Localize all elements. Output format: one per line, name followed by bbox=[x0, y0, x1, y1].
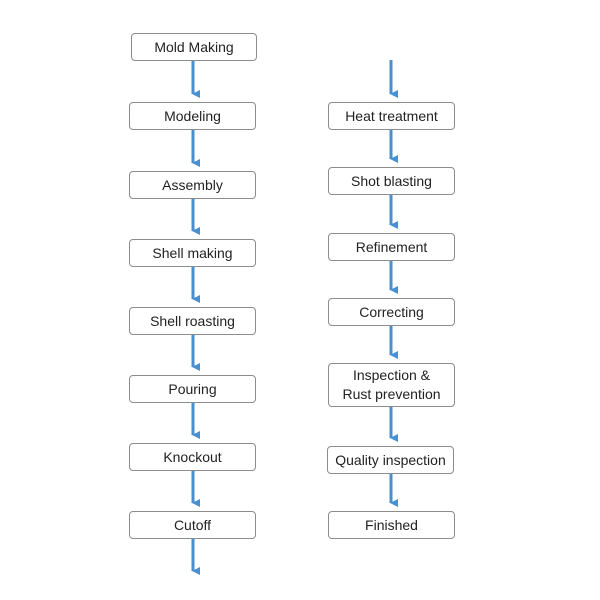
step-label: Cutoff bbox=[174, 516, 211, 535]
step-refinement: Refinement bbox=[328, 233, 455, 261]
step-shell-making: Shell making bbox=[129, 239, 256, 267]
step-label: Assembly bbox=[162, 176, 223, 195]
step-quality-inspection: Quality inspection bbox=[327, 446, 454, 474]
step-label: Heat treatment bbox=[345, 107, 438, 126]
step-label-line: Refinement bbox=[355, 238, 428, 255]
step-label-line: Pouring bbox=[168, 380, 217, 397]
step-label: Pouring bbox=[168, 380, 216, 399]
step-label-line: Shell making bbox=[152, 244, 233, 261]
step-label: Shot blasting bbox=[351, 172, 432, 191]
step-label: Modeling bbox=[164, 107, 221, 126]
step-label: Shell making bbox=[152, 244, 232, 263]
step-label-line: Inspection & bbox=[352, 367, 431, 383]
step-label: Quality inspection bbox=[335, 451, 446, 470]
step-knockout: Knockout bbox=[129, 443, 256, 471]
step-label: Finished bbox=[365, 516, 418, 535]
step-finished: Finished bbox=[328, 511, 455, 539]
step-modeling: Modeling bbox=[129, 102, 256, 130]
step-mold-making: Mold Making bbox=[131, 33, 257, 61]
step-cutoff: Cutoff bbox=[129, 511, 256, 539]
step-label: Refinement bbox=[356, 238, 428, 257]
step-heat-treatment: Heat treatment bbox=[328, 102, 455, 130]
step-label-line: Finished bbox=[365, 516, 418, 533]
step-label-line: Shot blasting bbox=[351, 172, 432, 189]
step-label-line: Rust prevention bbox=[342, 386, 441, 402]
step-label: Knockout bbox=[163, 448, 221, 467]
step-assembly: Assembly bbox=[129, 171, 256, 199]
step-shot-blasting: Shot blasting bbox=[328, 167, 455, 195]
step-label-line: Mold Making bbox=[154, 38, 234, 55]
step-correcting: Correcting bbox=[328, 298, 455, 326]
step-label-line: Correcting bbox=[359, 303, 424, 320]
step-label: Mold Making bbox=[154, 38, 233, 57]
step-label-line: Cutoff bbox=[173, 516, 212, 533]
step-label-line: Heat treatment bbox=[345, 107, 438, 124]
step-pouring: Pouring bbox=[129, 375, 256, 403]
step-label-line: Assembly bbox=[162, 176, 223, 193]
step-label-line: Shell roasting bbox=[150, 312, 235, 329]
step-label: Inspection & Rust prevention bbox=[342, 366, 440, 404]
step-label: Correcting bbox=[359, 303, 424, 322]
step-label: Shell roasting bbox=[150, 312, 235, 331]
step-shell-roasting: Shell roasting bbox=[129, 307, 256, 335]
step-inspection-rust-prevention: Inspection & Rust prevention bbox=[328, 363, 455, 407]
step-label-line: Knockout bbox=[163, 448, 222, 465]
step-label-line: Quality inspection bbox=[335, 451, 446, 468]
step-label-line: Modeling bbox=[164, 107, 221, 124]
